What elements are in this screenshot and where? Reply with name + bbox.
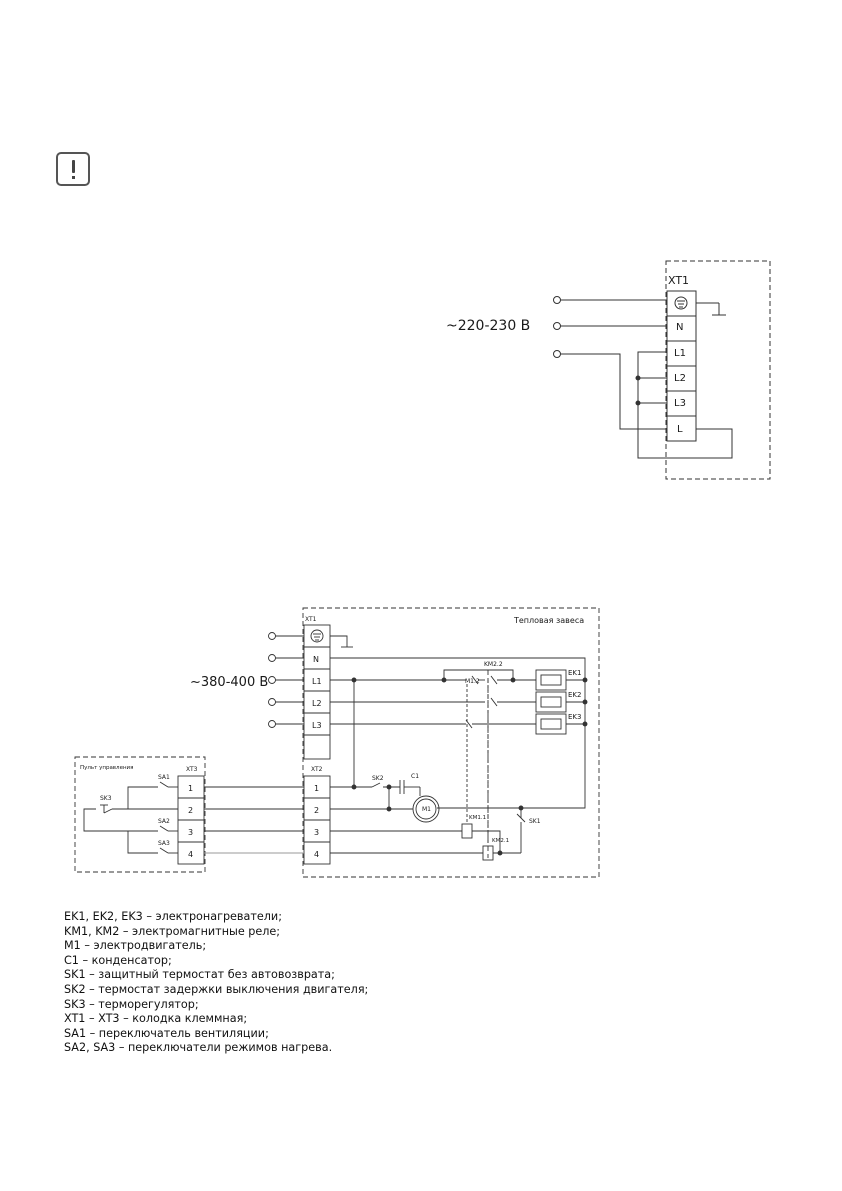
legend-item: M1 – электродвигатель; bbox=[64, 939, 207, 953]
xt2-terminal-1: 1 bbox=[314, 784, 319, 793]
heat-curtain-enclosure bbox=[302, 607, 600, 878]
supply-voltage-380: ~380-400 В bbox=[190, 675, 268, 690]
xt3-terminal-2: 2 bbox=[188, 806, 193, 815]
terminal-n: N bbox=[676, 322, 683, 333]
xt2-label: XT2 bbox=[311, 766, 323, 773]
xt3-terminal-4: 4 bbox=[188, 850, 193, 859]
ek1-label: EK1 bbox=[568, 669, 581, 677]
xt3-terminal-3: 3 bbox=[188, 828, 193, 837]
terminal-l: L bbox=[677, 424, 683, 435]
terminal-l1: L1 bbox=[674, 348, 686, 359]
sk3-label: SK3 bbox=[100, 795, 112, 802]
terminal-l3: L3 bbox=[674, 398, 686, 409]
ek3-label: EK3 bbox=[568, 713, 581, 721]
xt1-label: XT1 bbox=[668, 274, 689, 287]
legend-item: C1 – конденсатор; bbox=[64, 953, 172, 967]
heat-curtain-label: Тепловая завеса bbox=[513, 616, 584, 625]
xt1-terminal-l2: L2 bbox=[312, 699, 322, 708]
legend-item: EK1, EK2, EK3 – электронагреватели; bbox=[64, 910, 282, 923]
control-panel-enclosure bbox=[74, 756, 206, 873]
xt1-terminal-l3: L3 bbox=[312, 721, 322, 730]
sk1-label: SK1 bbox=[529, 818, 541, 825]
sk2-label: SK2 bbox=[372, 775, 384, 782]
xt2-terminal-4: 4 bbox=[314, 850, 319, 859]
m1-label: M1 bbox=[422, 806, 431, 813]
xt1-terminal-l1: L1 bbox=[312, 677, 322, 686]
legend-item: KM1, KM2 – электромагнитные реле; bbox=[64, 924, 281, 938]
xt3-terminal-1: 1 bbox=[188, 784, 193, 793]
xt1-label-3ph: XT1 bbox=[305, 616, 317, 623]
terminal-l2: L2 bbox=[674, 373, 686, 384]
sa2-label: SA2 bbox=[158, 818, 170, 825]
diagram-single-phase bbox=[553, 260, 771, 480]
warning-icon bbox=[56, 152, 90, 186]
sa1-label: SA1 bbox=[158, 774, 170, 781]
supply-voltage-220: ~220-230 В bbox=[446, 318, 530, 334]
km22-label: KM2.2 bbox=[484, 661, 503, 668]
xt2-terminal-3: 3 bbox=[314, 828, 319, 837]
diagram-three-phase bbox=[74, 607, 600, 878]
legend-item: SA1 – переключатель вентиляции; bbox=[64, 1026, 269, 1040]
ek2-label: EK2 bbox=[568, 691, 581, 699]
km11-label: KM1.1 bbox=[469, 815, 486, 821]
xt3-label: XT3 bbox=[186, 766, 198, 773]
legend-item: SA2, SA3 – переключатели режимов нагрева… bbox=[64, 1041, 333, 1055]
c1-label: C1 bbox=[411, 773, 419, 780]
legend-item: SK1 – защитный термостат без автовозврат… bbox=[64, 968, 335, 982]
control-panel-label: Пульт управления bbox=[80, 765, 133, 771]
xt1-terminal-n: N bbox=[313, 655, 319, 664]
legend-item: SK3 – терморегулятор; bbox=[64, 997, 199, 1011]
km21-label: KM2.1 bbox=[492, 838, 509, 844]
km12-label: M1.2 bbox=[465, 678, 480, 685]
legend-item: XT1 – XT3 – колодка клеммная; bbox=[64, 1012, 248, 1026]
diagram1-enclosure bbox=[665, 260, 771, 480]
component-legend: EK1, EK2, EK3 – электронагреватели; KM1,… bbox=[64, 910, 368, 1056]
sa3-label: SA3 bbox=[158, 840, 170, 847]
xt2-terminal-2: 2 bbox=[314, 806, 319, 815]
legend-item: SK2 – термостат задержки выключения двиг… bbox=[64, 982, 369, 996]
